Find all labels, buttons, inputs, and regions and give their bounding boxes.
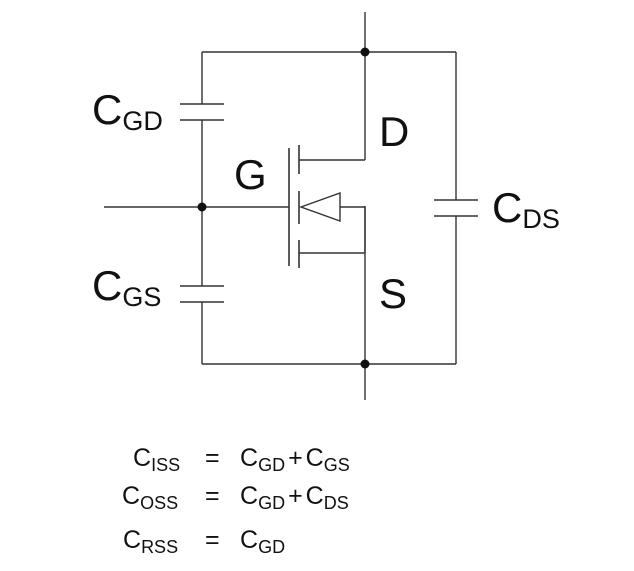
cds-label-sub: DS [522,204,560,234]
equation-row-3-rhs: CGD [240,526,285,557]
equation-row-2-rhs: CGD+CDS [240,482,349,513]
gate-junction-dot [197,202,207,212]
cds-label-main: C [492,184,522,231]
equation-row-2-lhs: COSS [122,482,178,513]
equation-row-1-equals: = [205,444,220,472]
cgs-label-sub: GS [122,282,161,312]
cds-label: CDS [492,184,560,234]
body-diode-arrow-icon [298,192,341,222]
drain-label: D [379,108,409,155]
equation-row-3-lhs: CRSS [123,526,178,557]
drain-junction-dot [360,47,370,57]
equation-row-2-equals: = [205,482,220,510]
gate-label: G [234,151,267,198]
source-label: S [379,270,407,317]
equations: CISS = CGD+CGS COSS = CGD+CDS CRSS = CGD [122,444,350,557]
cgd-label-sub: GD [122,106,163,136]
cgs-label-main: C [92,262,122,309]
equation-row-1-lhs: CISS [133,444,180,475]
equation-row-3-equals: = [205,526,220,554]
cgs-label: CGS [92,262,161,312]
cgd-label-main: C [92,86,122,133]
equation-row-1-rhs: CGD+CGS [240,444,350,475]
source-junction-dot [360,359,370,369]
cgd-label: CGD [92,86,163,136]
